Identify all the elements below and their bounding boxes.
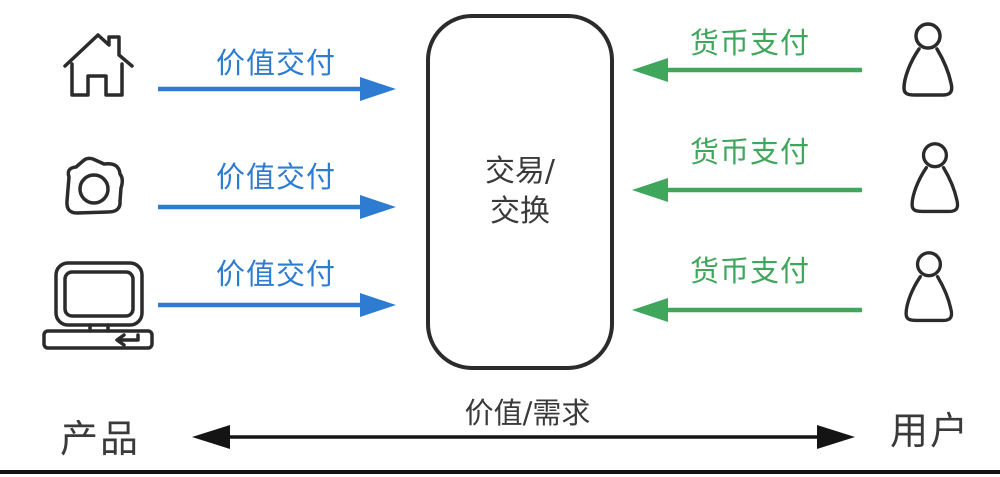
money-payment-arrow-icon bbox=[632, 295, 864, 325]
user-label: 用户 bbox=[890, 409, 971, 453]
house-icon bbox=[58, 28, 138, 104]
exchange-box-line2: 交换 bbox=[489, 194, 550, 229]
exchange-box-line1: 交易/ bbox=[484, 153, 556, 189]
value-delivery-arrow-icon bbox=[156, 192, 396, 222]
person-icon bbox=[902, 140, 966, 220]
camera-icon bbox=[56, 152, 132, 226]
exchange-box: 交易/ 交换 bbox=[426, 14, 614, 370]
value-delivery-arrow-icon bbox=[156, 74, 396, 104]
value-delivery-arrow-icon bbox=[156, 290, 396, 320]
computer-icon bbox=[38, 258, 158, 354]
person-icon bbox=[894, 20, 960, 104]
bottom-divider bbox=[0, 470, 1000, 474]
money-payment-label: 货币支付 bbox=[689, 254, 810, 288]
money-payment-label: 货币支付 bbox=[689, 26, 810, 60]
person-icon bbox=[896, 249, 960, 329]
value-delivery-label: 价值交付 bbox=[215, 160, 336, 194]
value-demand-label: 价值/需求 bbox=[464, 396, 591, 430]
money-payment-arrow-icon bbox=[632, 175, 864, 205]
product-label: 产品 bbox=[60, 417, 141, 461]
money-payment-label: 货币支付 bbox=[689, 135, 810, 169]
value-demand-double-arrow-icon bbox=[192, 422, 855, 452]
value-delivery-label: 价值交付 bbox=[215, 46, 336, 80]
money-payment-arrow-icon bbox=[632, 55, 864, 85]
value-delivery-label: 价值交付 bbox=[215, 257, 336, 291]
